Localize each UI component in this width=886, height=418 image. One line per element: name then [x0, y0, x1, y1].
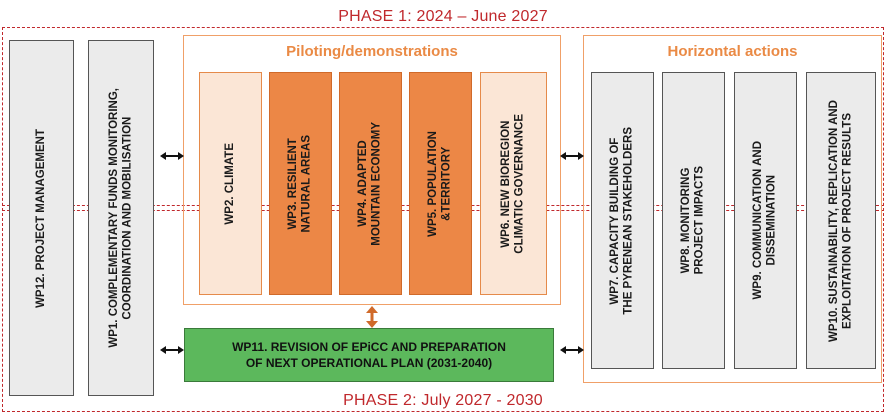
phase2-label: PHASE 2: July 2027 - 2030 [343, 392, 543, 409]
wp2-climate: WP2. CLIMATE [199, 72, 262, 295]
arrow-piloting-horizontal [560, 152, 584, 160]
phase1-label: PHASE 1: 2024 – June 2027 [338, 8, 548, 25]
wp3-label: WP3. RESILIENT NATURAL AREAS [287, 134, 313, 233]
wp1-label: WP1. COMPLEMENTARY FUNDS MONITORING, COO… [107, 88, 134, 348]
wp4-label: WP4. ADAPTED MOUNTAIN ECONOMY [357, 121, 383, 246]
wp7-label: WP7. CAPACITY BUILDING OF THE PYRENEAN S… [609, 126, 635, 315]
wp2-label: WP2. CLIMATE [223, 142, 236, 225]
wp7-capacity-building: WP7. CAPACITY BUILDING OF THE PYRENEAN S… [591, 72, 654, 369]
wp9-communication: WP9. COMMUNICATION AND DISSEMINATION [734, 72, 797, 369]
wp12-label: WP12. PROJECT MANAGEMENT [34, 128, 47, 308]
wp8-monitoring-impacts: WP8. MONITORING PROJECT IMPACTS [662, 72, 725, 369]
wp9-label: WP9. COMMUNICATION AND DISSEMINATION [752, 141, 778, 300]
phase-frame [2, 27, 884, 412]
piloting-title: Piloting/demonstrations [286, 43, 458, 60]
wp10-label: WP10. SUSTAINABILITY, REPLICATION AND EX… [827, 99, 854, 342]
horizontal-group [583, 35, 882, 383]
arrow-wp1-piloting [160, 152, 184, 160]
wp6-new-bioregion-governance: WP6. NEW BIOREGION CLIMATIC GOVERNANCE [480, 72, 547, 295]
wp1-complementary-funds: WP1. COMPLEMENTARY FUNDS MONITORING, COO… [88, 40, 154, 396]
wp5-label: WP5. POPULATION &TERRITORY [427, 130, 453, 237]
arrow-piloting-wp11 [366, 306, 378, 328]
wp6-label: WP6. NEW BIOREGION CLIMATIC GOVERNANCE [500, 113, 526, 254]
wp3-resilient-natural-areas: WP3. RESILIENT NATURAL AREAS [269, 72, 332, 295]
piloting-group [183, 35, 561, 305]
wp8-label: WP8. MONITORING PROJECT IMPACTS [680, 166, 706, 275]
wp12-project-management: WP12. PROJECT MANAGEMENT [9, 40, 74, 396]
wp4-adapted-mountain-economy: WP4. ADAPTED MOUNTAIN ECONOMY [339, 72, 402, 295]
wp11-revision-box: WP11. REVISION OF EPiCC AND PREPARATION … [184, 328, 554, 382]
horizontal-title: Horizontal actions [667, 43, 798, 60]
wp5-population-territory: WP5. POPULATION &TERRITORY [409, 72, 472, 295]
wp10-sustainability: WP10. SUSTAINABILITY, REPLICATION AND EX… [806, 72, 876, 369]
arrow-wp11-horizontal [560, 346, 584, 354]
arrow-wp1-wp11 [160, 346, 184, 354]
